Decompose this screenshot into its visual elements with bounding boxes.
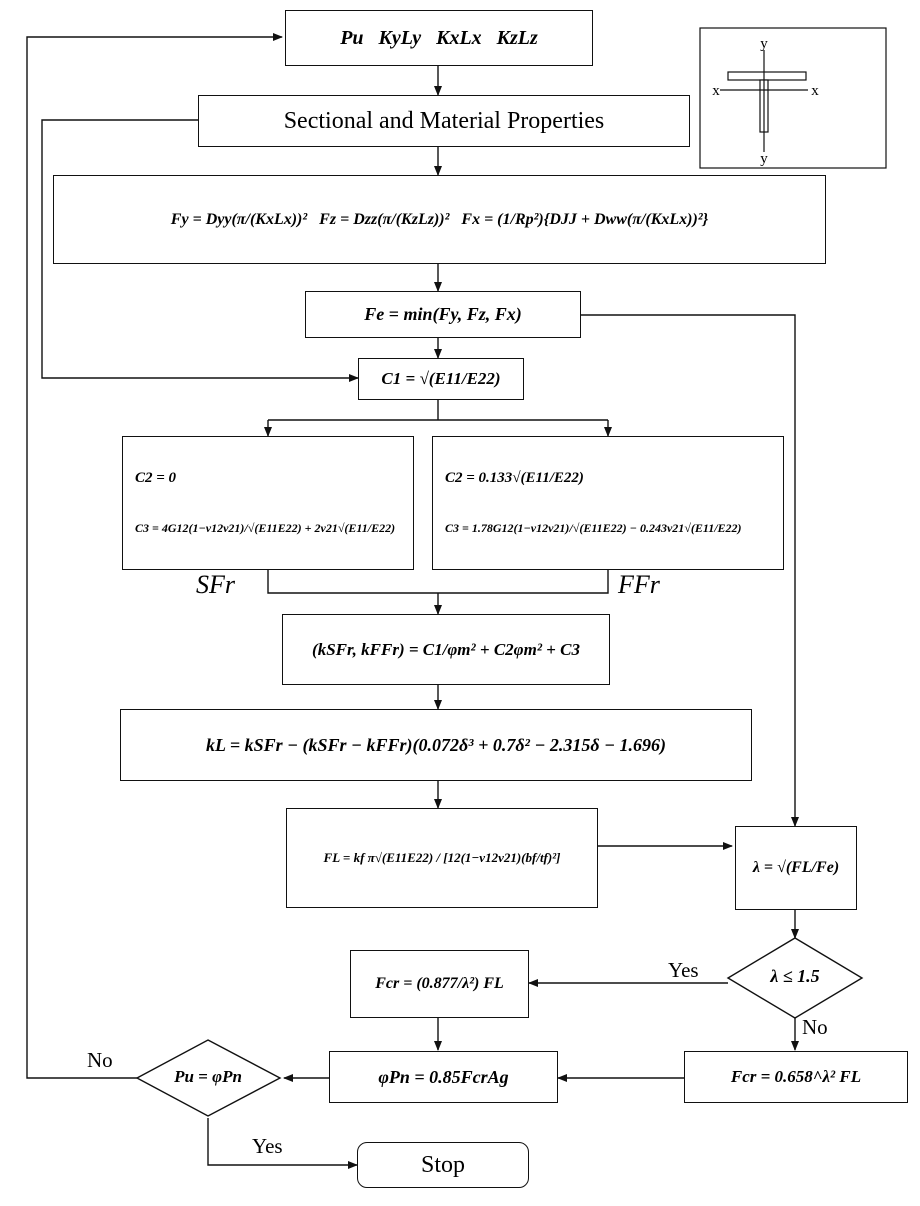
fl-box: FL = kf π√(E11E22) / [12(1−ν12ν21)(bf/tf…	[286, 808, 598, 908]
section-icon	[699, 27, 887, 169]
properties-box: Sectional and Material Properties	[198, 95, 690, 147]
k-text: (kSFr, kFFr) = C1/φm² + C2φm² + C3	[312, 639, 580, 659]
input-text: Pu KyLy KxLx KzLz	[340, 26, 538, 49]
sfr-c2-text: C2 = 0	[135, 470, 177, 487]
yes-lambda-label: Yes	[668, 958, 699, 982]
kl-text: kL = kSFr − (kSFr − kFFr)(0.072δ³ + 0.7δ…	[206, 734, 666, 755]
phipn-text: φPn = 0.85FcrAg	[378, 1066, 509, 1087]
connector-merge	[267, 570, 609, 594]
fe-text: Fe = min(Fy, Fz, Fx)	[364, 304, 522, 324]
decision-pu-text: Pu = φPn	[174, 1067, 242, 1086]
ffr-box: C2 = 0.133√(E11/E22) C3 = 1.78G12(1−ν12ν…	[432, 436, 784, 570]
no-pu-label: No	[87, 1048, 113, 1072]
decision-lambda-diamond	[726, 937, 864, 1019]
ffr-c3-text: C3 = 1.78G12(1−ν12ν21)/√(E11E22) − 0.243…	[445, 520, 742, 535]
decision-pu-diamond	[135, 1039, 282, 1117]
c1-text: C1 = √(E11/E22)	[381, 369, 501, 388]
arrow-yes-to-stop	[207, 1118, 358, 1169]
fcr-elastic-box: Fcr = (0.877/λ²) FL	[350, 950, 529, 1018]
sfr-box: C2 = 0 C3 = 4G12(1−ν12ν21)/√(E11E22) + 2…	[122, 436, 414, 570]
no-lambda-label: No	[802, 1015, 828, 1039]
fcr-elastic-text: Fcr = (0.877/λ²) FL	[375, 975, 504, 992]
fcr-inelastic-box: Fcr = 0.658^λ² FL	[684, 1051, 908, 1103]
lambda-text: λ = √(FL/Fe)	[752, 859, 840, 876]
fe-box: Fe = min(Fy, Fz, Fx)	[305, 291, 581, 338]
arrow-props-to-c1	[41, 119, 359, 382]
fy-fz-fx-text: Fy = Dyy(π/(KxLx))² Fz = Dzz(π/(KzLz))² …	[170, 210, 709, 228]
arrow-fe-to-lambda	[581, 314, 799, 827]
yes-pu-label: Yes	[252, 1134, 283, 1158]
properties-text: Sectional and Material Properties	[283, 107, 605, 134]
fl-text: FL = kf π√(E11E22) / [12(1−ν12ν21)(bf/tf…	[323, 850, 561, 865]
axis-y-top-label: y	[760, 36, 768, 52]
stop-box: Stop	[357, 1142, 529, 1188]
decision-lambda-text: λ ≤ 1.5	[770, 966, 820, 986]
phipn-box: φPn = 0.85FcrAg	[329, 1051, 558, 1103]
sfr-label: SFr	[196, 570, 235, 599]
sfr-c3-text: C3 = 4G12(1−ν12ν21)/√(E11E22) + 2ν21√(E1…	[135, 520, 396, 535]
c1-box: C1 = √(E11/E22)	[358, 358, 524, 400]
ffr-label: FFr	[618, 570, 660, 599]
input-box: Pu KyLy KxLx KzLz	[285, 10, 593, 66]
axis-x-right-label: x	[811, 83, 819, 99]
ffr-c2-text: C2 = 0.133√(E11/E22)	[445, 470, 584, 487]
k-box: (kSFr, kFFr) = C1/φm² + C2φm² + C3	[282, 614, 610, 685]
lambda-box: λ = √(FL/Fe)	[735, 826, 857, 910]
fy-fz-fx-box: Fy = Dyy(π/(KxLx))² Fz = Dzz(π/(KzLz))² …	[53, 175, 826, 264]
axis-y-bottom-label: y	[760, 151, 768, 167]
fcr-inelastic-text: Fcr = 0.658^λ² FL	[730, 1067, 862, 1086]
stop-text: Stop	[420, 1151, 465, 1178]
arrow-no-loop-to-input	[26, 33, 283, 1079]
axis-x-left-label: x	[712, 83, 720, 99]
kl-box: kL = kSFr − (kSFr − kFFr)(0.072δ³ + 0.7δ…	[120, 709, 752, 781]
